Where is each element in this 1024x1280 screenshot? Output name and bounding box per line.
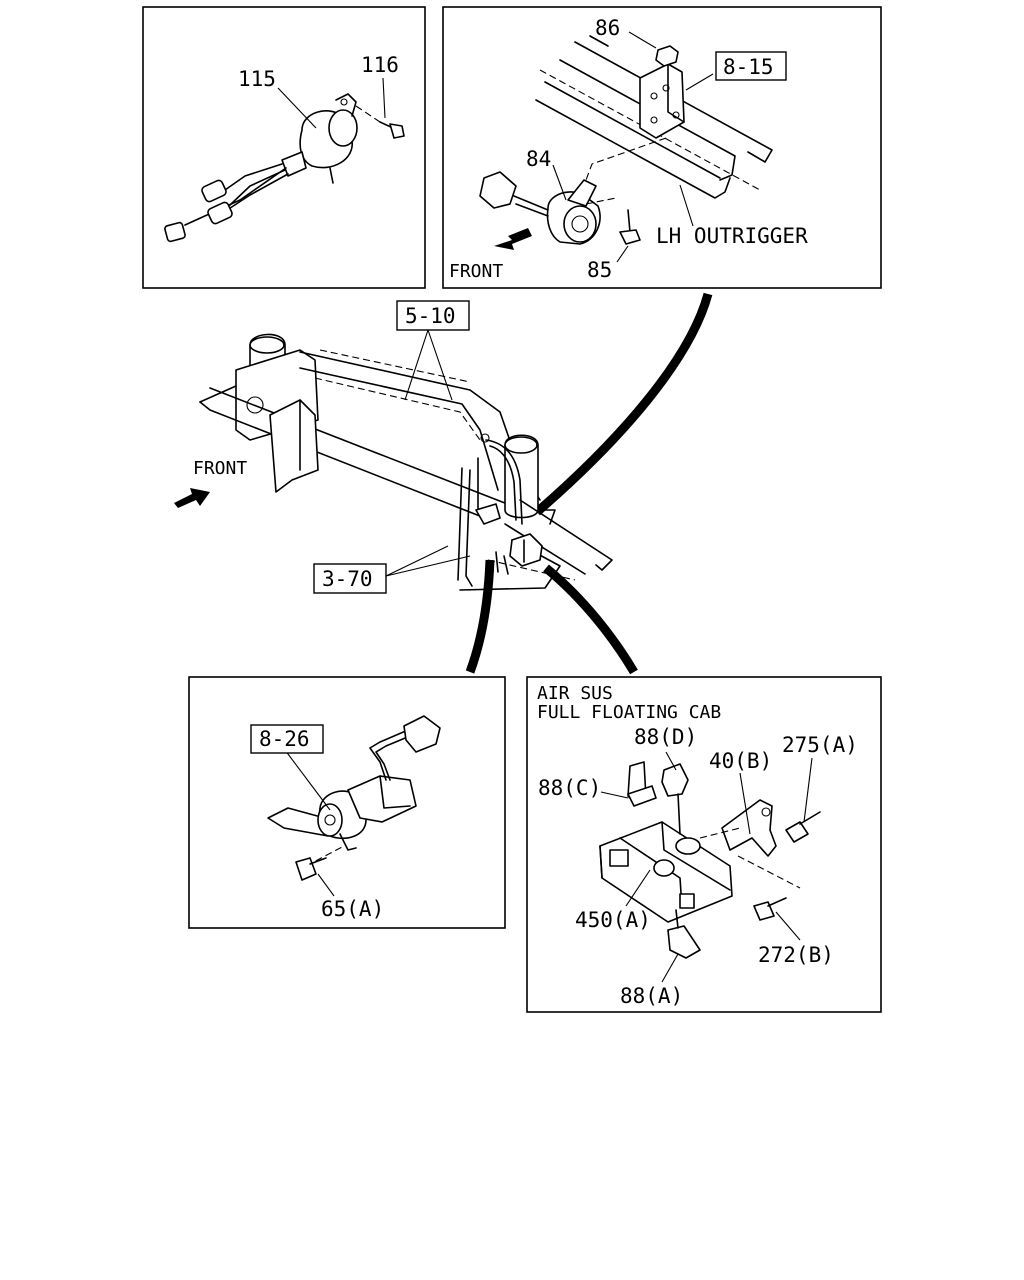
label-272b: 272(B) — [758, 943, 834, 967]
label-115: 115 — [238, 67, 276, 91]
label-5-10: 5-10 — [405, 304, 456, 328]
callout-curve-bottom-right — [543, 564, 638, 675]
callout-curves — [465, 292, 713, 675]
panel-top-right: 86 8-15 84 85 LH OUTRIGGER FRONT — [442, 6, 882, 289]
leader-3-70-b — [385, 555, 471, 577]
ref-box-8-26 — [250, 724, 324, 754]
label-65a: 65(A) — [321, 897, 384, 921]
callout-curve-bottom-left — [465, 559, 495, 674]
bolt-85-drawing — [619, 209, 641, 245]
ref-box-3-70 — [313, 563, 387, 594]
leader-5-10-b — [427, 329, 453, 401]
callout-curve-top-right — [534, 292, 713, 516]
nut-86-drawing — [655, 45, 679, 67]
label-88d: 88(D) — [634, 725, 697, 749]
label-lh-outrigger: LH OUTRIGGER — [656, 224, 808, 248]
label-8-15: 8-15 — [723, 55, 774, 79]
label-40b: 40(B) — [709, 749, 772, 773]
ref-box-5-10 — [396, 300, 470, 331]
panel-bottom-right: AIR SUS FULL FLOATING CAB 88(D) 40(B) 27… — [526, 676, 882, 1013]
ref-box-8-15 — [715, 51, 787, 81]
title-air-sus: AIR SUS — [537, 683, 613, 704]
valve-8-26-drawing — [267, 715, 441, 881]
label-84: 84 — [526, 147, 551, 171]
main-chassis-drawing — [199, 333, 613, 591]
label-86: 86 — [595, 16, 620, 40]
panel-bottom-left: 8-26 65(A) — [188, 676, 506, 929]
leader-5-10-a — [404, 329, 429, 401]
front-arrow-main-icon — [174, 488, 210, 508]
label-8-26: 8-26 — [259, 727, 310, 751]
bolt-116-drawing — [355, 105, 405, 139]
label-3-70: 3-70 — [322, 567, 373, 591]
panel-top-left: 115 116 — [142, 6, 426, 289]
front-arrow-icon — [494, 228, 532, 250]
label-front-top: FRONT — [449, 261, 503, 282]
label-450a: 450(A) — [575, 908, 651, 932]
label-116: 116 — [361, 53, 399, 77]
label-85: 85 — [587, 258, 612, 282]
label-275a: 275(A) — [782, 733, 858, 757]
connector-115-drawing — [164, 93, 358, 243]
leader-3-70-a — [385, 545, 449, 577]
label-front-main: FRONT — [193, 458, 247, 479]
title-full-floating-cab: FULL FLOATING CAB — [537, 702, 721, 723]
label-88c: 88(C) — [538, 776, 601, 800]
sensor-84-drawing — [479, 137, 667, 245]
label-88a: 88(A) — [620, 984, 683, 1008]
